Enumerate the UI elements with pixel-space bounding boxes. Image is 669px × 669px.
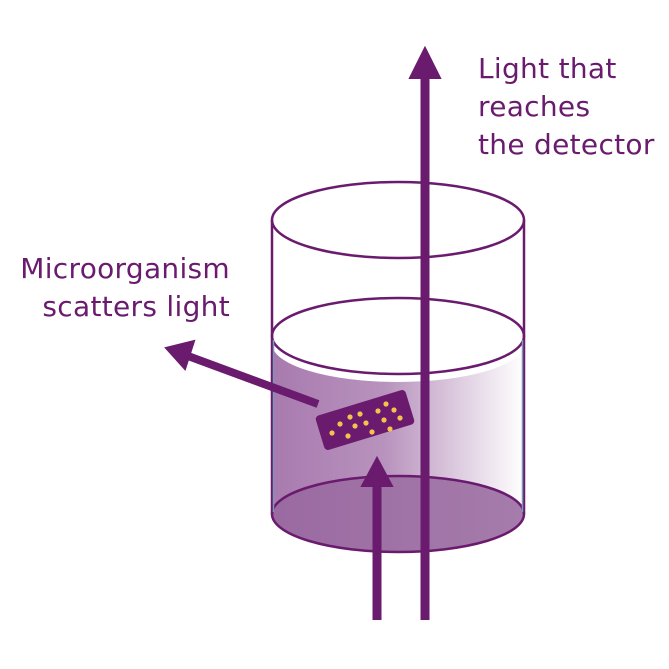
arrow-up-icon (360, 455, 394, 620)
arrow-up-icon (408, 45, 442, 620)
rod-bacterium-icon (315, 390, 415, 450)
liquid-surface (270, 296, 526, 376)
scatter-light-label: Microorganism scatters light (20, 250, 230, 326)
container-bottom (270, 474, 526, 554)
incoming-beam-arrowhead (360, 455, 394, 487)
scatter-label-line-1: Microorganism (20, 252, 230, 285)
detector-beam-arrowhead (408, 45, 442, 79)
container-rim (270, 180, 526, 260)
microorganism (315, 390, 415, 450)
scatter-label-line-2: scatters light (42, 290, 230, 323)
detector-label-line-1: Light that (478, 52, 617, 85)
microorganism-particles (329, 401, 403, 439)
detector-label-line-3: the detector (478, 128, 655, 161)
detector-label-line-2: reaches (478, 90, 591, 123)
scatter-beam-arrowhead (164, 339, 196, 371)
scatter-beam (186, 352, 320, 408)
arrow-upper-left-icon (164, 339, 320, 408)
detector-light-label: Light that reaches the detector (478, 50, 655, 164)
